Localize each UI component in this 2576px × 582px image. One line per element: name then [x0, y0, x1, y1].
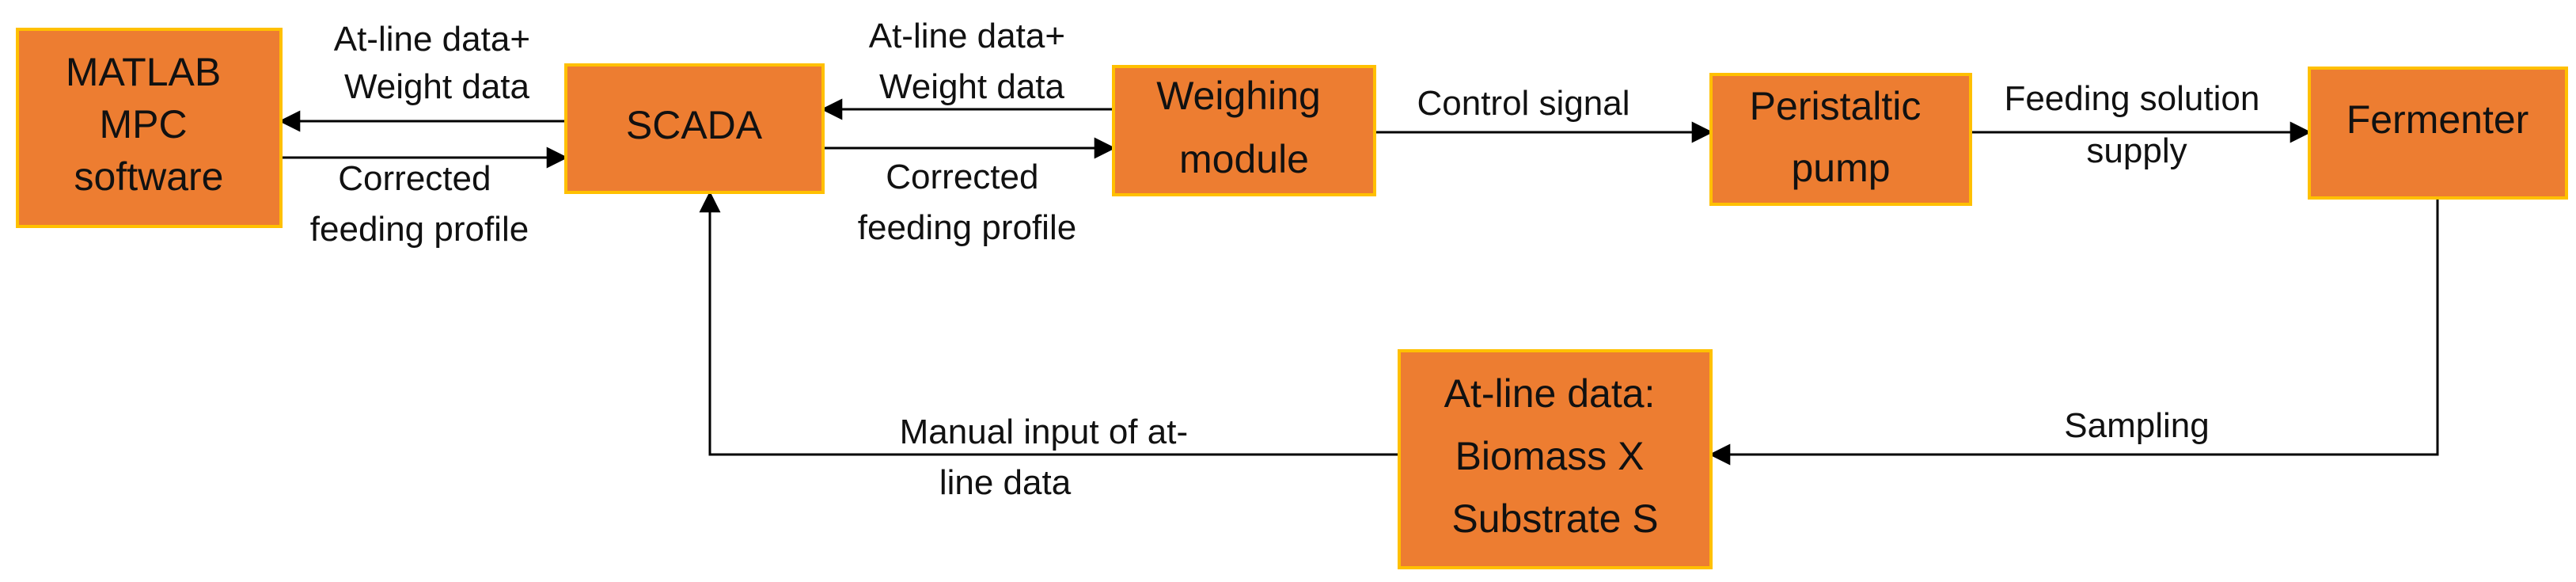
fermenter-box: [2308, 67, 2568, 200]
label-weighing-to-scada-line-2: Weight data: [879, 67, 1065, 106]
matlab-label-line-2: MPC: [99, 102, 187, 146]
label-matlab-to-scada: Corrected feeding profile: [310, 159, 529, 249]
arrow-fermenter-to-atline: [1709, 198, 2439, 466]
edge-labels: At-line data+ Weight data Corrected feed…: [310, 17, 2269, 502]
svg-text:SCADA: SCADA: [626, 103, 763, 147]
arrow-atline-to-scada: [699, 191, 1399, 456]
label-atline-to-scada-line-1: Manual input of at-: [900, 413, 1188, 451]
connectors: [279, 98, 2439, 466]
label-atline-to-scada-line-2: line data: [939, 463, 1072, 502]
label-weighing-to-pump: Control signal: [1417, 84, 1629, 123]
pump-label-line-1: Peristaltic: [1750, 84, 1922, 128]
svg-text:At-line data: Biomass X: At-line data: Biomass X Substrate S: [1444, 371, 1667, 541]
label-pump-to-fermenter-line-1: Feeding solution: [2004, 79, 2259, 118]
node-weighing-module: Weighing module: [1112, 65, 1376, 196]
scada-box: [564, 63, 825, 194]
weighing-box: [1112, 65, 1376, 196]
scada-label: SCADA: [626, 103, 763, 147]
label-matlab-to-scada-line-1: Corrected: [338, 159, 491, 198]
node-scada: SCADA: [564, 63, 825, 194]
label-weighing-to-pump-line-1: Control signal: [1417, 84, 1629, 123]
matlab-label-line-3: software: [74, 154, 224, 199]
atline-label-line-2: Biomass X: [1455, 434, 1645, 478]
label-fermenter-to-atline-line-1: Sampling: [2064, 406, 2209, 445]
atline-box: [1398, 349, 1713, 569]
label-scada-to-weighing-line-1: Corrected: [886, 158, 1038, 196]
pump-label-line-2: pump: [1791, 146, 1890, 190]
svg-text:Weighing module: Weighing module: [1156, 74, 1331, 181]
label-scada-to-matlab-line-1: At-line data+: [334, 20, 530, 59]
node-fermenter: Fermenter: [2308, 67, 2568, 200]
node-matlab: MATLAB MPC software: [16, 28, 283, 228]
label-weighing-to-scada-line-1: At-line data+: [869, 17, 1065, 55]
node-at-line-data: At-line data: Biomass X Substrate S: [1398, 349, 1713, 569]
weighing-label-line-2: module: [1179, 137, 1309, 181]
fermenter-label: Fermenter: [2346, 97, 2529, 142]
svg-text:Peristaltic pump: Peristaltic pump: [1750, 84, 1933, 190]
svg-text:MATLAB MPC softwar: MATLAB MPC software: [66, 50, 232, 199]
label-matlab-to-scada-line-2: feeding profile: [310, 210, 529, 249]
label-atline-to-scada: Manual input of at- line data: [900, 413, 1198, 502]
label-scada-to-matlab-line-2: Weight data: [344, 67, 530, 106]
label-scada-to-matlab: At-line data+ Weight data: [334, 20, 541, 106]
pump-box: [1709, 73, 1972, 206]
label-scada-to-weighing: Corrected feeding profile: [858, 158, 1076, 247]
label-weighing-to-scada: At-line data+ Weight data: [869, 17, 1076, 106]
atline-label-line-1: At-line data:: [1444, 371, 1656, 416]
label-pump-to-fermenter-line-2: supply: [2086, 131, 2187, 170]
label-scada-to-weighing-line-2: feeding profile: [858, 208, 1076, 247]
label-pump-to-fermenter: Feeding solution supply: [2004, 79, 2269, 170]
atline-label-line-3: Substrate S: [1451, 496, 1658, 541]
matlab-box: [16, 28, 283, 228]
svg-text:Fermenter: Fermenter: [2346, 97, 2529, 142]
label-fermenter-to-atline: Sampling: [2064, 406, 2209, 445]
node-peristaltic-pump: Peristaltic pump: [1709, 73, 1972, 206]
matlab-label-line-1: MATLAB: [66, 50, 221, 94]
weighing-label-line-1: Weighing: [1156, 74, 1321, 118]
